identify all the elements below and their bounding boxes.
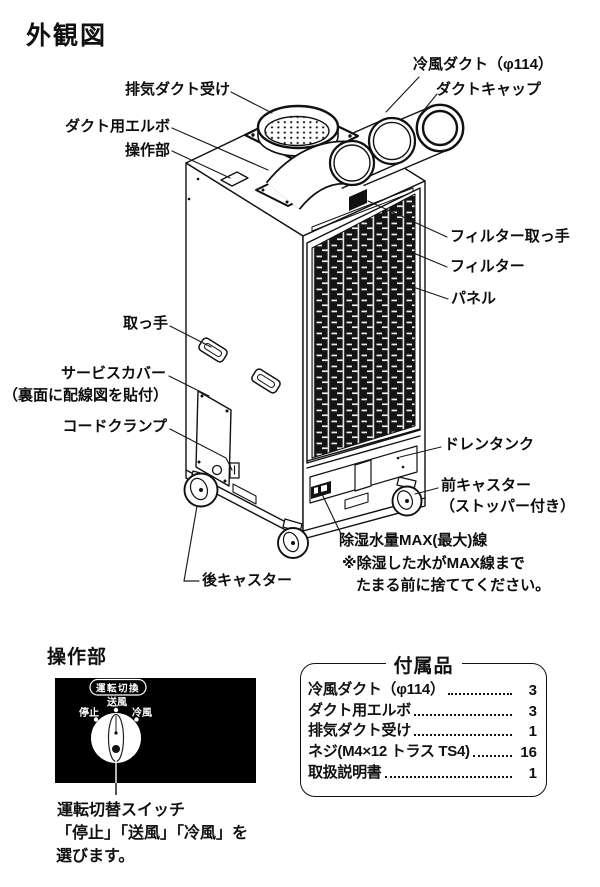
control-panel-plate [220, 171, 249, 187]
accessory-qty: 1 [528, 723, 537, 741]
unit-body [183, 103, 465, 559]
dotted-leader [472, 755, 512, 758]
label-service-cover-note: （裏面に配線図を貼付） [2, 387, 168, 404]
control-panel-detail: 運転切換 停止 送風 冷風 [55, 678, 256, 795]
leader-rear-caster [183, 505, 200, 582]
leader-service-cover [168, 375, 210, 397]
leader-control-section [171, 150, 231, 179]
label-filter-handle: フィルター取っ手 [450, 228, 570, 245]
accessory-name: 冷風ダクト（φ114） [308, 680, 445, 698]
label-handle: 取っ手 [122, 315, 168, 332]
dotted-leader [447, 692, 512, 695]
screw-dots [187, 177, 405, 469]
label-drain-tank: ドレンタンク [444, 436, 535, 453]
leader-cord-clamp [169, 428, 233, 471]
cord-clamp [229, 462, 240, 479]
label-exhaust-duct-receiver: 排気ダクト受け [124, 81, 230, 98]
caster-front-right [391, 476, 423, 517]
label-duct-cap: ダクトキャップ [436, 81, 542, 98]
label-rear-caster: 後キャスター [202, 572, 293, 589]
dial-pos-cool: 冷風 [132, 706, 152, 719]
label-filter: フィルター [450, 258, 525, 275]
accessory-row: ネジ(M4×12 トラス TS4) 16 [308, 740, 537, 761]
switch-note-2: 選びます。 [56, 848, 135, 865]
dial-title-oval [89, 678, 147, 696]
label-cord-clamp: コードクランプ [62, 418, 167, 435]
handle-lower [251, 368, 281, 394]
accessory-qty: 1 [528, 764, 537, 782]
accessory-row: ダクト用エルボ 3 [308, 699, 537, 720]
page-title: 外観図 [26, 22, 108, 50]
leader-panel [415, 287, 449, 300]
switch-note-1: 「停止」「送風」「冷風」を [56, 825, 249, 842]
dotted-leader [413, 734, 512, 737]
label-control-section: 操作部 [124, 142, 170, 159]
label-front-caster: 前キャスター [441, 477, 532, 494]
label-cold-air-duct: 冷風ダクト（φ114） [413, 56, 553, 73]
leader-filter-handle [367, 200, 448, 238]
control-panel-bg [55, 678, 256, 783]
accessory-row: 排気ダクト受け 1 [308, 720, 537, 741]
accessory-name: 取扱説明書 [308, 763, 382, 781]
caster-front-center [277, 518, 309, 559]
accessory-qty: 16 [520, 744, 537, 762]
accessory-name: ネジ(M4×12 トラス TS4) [308, 743, 470, 761]
label-front-caster-note: （ストッパー付き） [440, 498, 576, 515]
leader-duct-cap [423, 93, 438, 111]
dial-title: 運転切換 [96, 683, 140, 695]
leader-handle [169, 325, 212, 348]
dotted-leader [384, 775, 512, 778]
leader-exhaust-receiver [230, 91, 273, 114]
accessory-qty: 3 [528, 702, 537, 720]
accessories-list: 冷風ダクト（φ114） 3 ダクト用エルボ 3 排気ダクト受け 1 ネジ(M4×… [301, 664, 546, 782]
label-service-cover: サービスカバー [60, 365, 166, 382]
dotted-leader [413, 713, 512, 716]
accessory-name: 排気ダクト受け [308, 722, 411, 740]
service-cover [195, 390, 232, 487]
accessories-title: 付属品 [385, 651, 462, 678]
dial-position-dots [93, 707, 139, 722]
filter-handle-tab [349, 189, 367, 211]
leader-drain-tank [399, 446, 442, 458]
dial-pos-fan: 送風 [106, 696, 127, 709]
label-duct-elbow: ダクト用エルボ [64, 118, 170, 135]
label-max-note-1: ※除湿した水がMAX線まで [342, 555, 525, 572]
leader-cold-duct [385, 76, 420, 113]
drain-tank [306, 428, 421, 510]
filter-mesh [311, 193, 416, 459]
leader-front-caster [414, 487, 439, 495]
leader-duct-elbow [171, 127, 269, 171]
caster-rear-left [183, 470, 219, 508]
label-panel: パネル [451, 290, 497, 307]
accessory-qty: 3 [528, 681, 537, 699]
label-max-line: 除湿水量MAX(最大)線 [339, 532, 488, 549]
accessory-row: 冷風ダクト（φ114） 3 [308, 678, 537, 699]
leader-lines [168, 76, 449, 582]
switch-label: 運転切替スイッチ [57, 802, 186, 819]
accessory-name: ダクト用エルボ [308, 701, 411, 719]
dial-pos-stop: 停止 [79, 706, 99, 719]
leader-max-line [320, 491, 342, 535]
accessories-box: 付属品 冷風ダクト（φ114） 3 ダクト用エルボ 3 排気ダクト受け 1 ネジ… [300, 651, 547, 797]
accessory-row: 取扱説明書 1 [308, 761, 537, 782]
duct-elbow [255, 139, 376, 211]
control-section-title: 操作部 [47, 647, 108, 668]
dial-knob-dot [112, 745, 120, 753]
leader-filter [410, 251, 448, 268]
label-max-note-2: たまる前に捨ててください。 [356, 577, 551, 594]
base-cutout [232, 483, 257, 505]
